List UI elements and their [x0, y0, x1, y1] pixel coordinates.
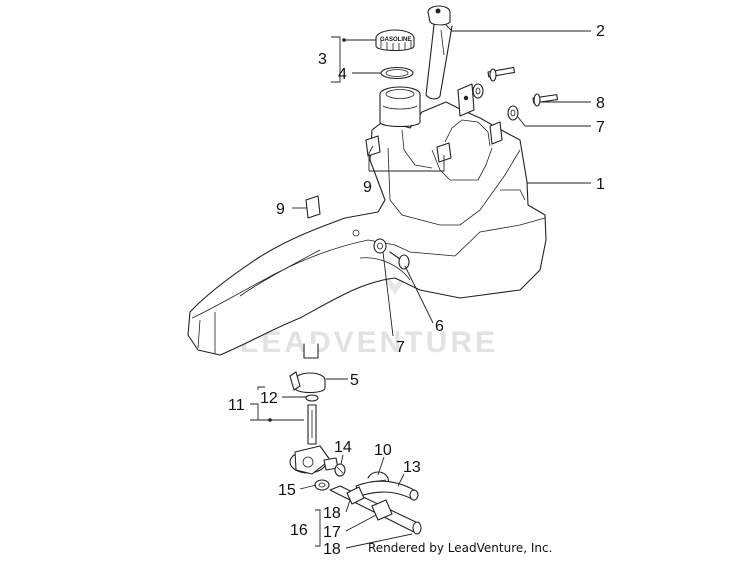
mount-bolt-lower[interactable]	[532, 93, 559, 107]
callout-14: 14	[334, 439, 352, 456]
fuel-level-sender[interactable]	[425, 5, 453, 100]
hose-clamp[interactable]	[289, 371, 326, 394]
o-ring[interactable]	[305, 394, 319, 402]
rendered-by-caption: Rendered by LeadVenture, Inc.	[368, 541, 553, 555]
valve-screw[interactable]	[334, 463, 346, 477]
cap-label: GASOLINE	[380, 37, 411, 43]
tank-mount-hole	[352, 229, 360, 237]
callout-8: 8	[596, 95, 605, 112]
callout-13: 13	[403, 459, 421, 476]
tank-mount-bracket	[457, 83, 503, 145]
callout-9-left: 9	[276, 201, 285, 218]
fuel-tank[interactable]	[187, 101, 547, 356]
leader-lines	[250, 24, 591, 549]
clip-upper-right[interactable]	[436, 142, 452, 163]
callouts: 3 4 2 8 7 1 9 9 6 7 5 11 12 14 10 13 15 …	[228, 23, 605, 558]
callout-6: 6	[435, 318, 444, 335]
filler-neck	[379, 86, 421, 128]
watermark-text: LEADVENTURE	[240, 326, 498, 359]
fuel-hose[interactable]	[329, 485, 422, 535]
callout-10: 10	[374, 442, 392, 459]
clip-left[interactable]	[305, 195, 321, 219]
callout-7-upper: 7	[596, 119, 605, 136]
callout-18-lower: 18	[323, 541, 341, 558]
tank-outlet	[303, 343, 319, 359]
callout-7-lower: 7	[396, 339, 405, 356]
callout-3: 3	[318, 51, 327, 68]
callout-5: 5	[350, 372, 359, 389]
hose-clip-small[interactable]	[314, 479, 330, 491]
washer-right[interactable]	[507, 105, 519, 121]
callout-9-upper: 9	[363, 179, 372, 196]
callout-18-upper: 18	[323, 505, 341, 522]
washer-lower[interactable]	[373, 238, 387, 254]
mount-screw[interactable]	[389, 251, 410, 270]
watermark: LEADVENTURE	[240, 229, 498, 359]
callout-17: 17	[323, 524, 341, 541]
callout-2: 2	[596, 23, 605, 40]
callout-4: 4	[338, 66, 347, 83]
callout-11: 11	[228, 397, 245, 414]
mount-bolt-upper[interactable]	[487, 66, 516, 82]
fuel-valve[interactable]	[289, 404, 339, 475]
callout-16: 16	[290, 522, 308, 539]
callout-15: 15	[278, 482, 296, 499]
callout-12: 12	[260, 390, 278, 407]
washer-upper[interactable]	[472, 83, 484, 99]
callout-1: 1	[596, 176, 605, 193]
vent-hose[interactable]	[355, 480, 419, 501]
fuel-cap[interactable]: GASOLINE	[375, 29, 415, 52]
cap-gasket[interactable]	[380, 66, 414, 80]
